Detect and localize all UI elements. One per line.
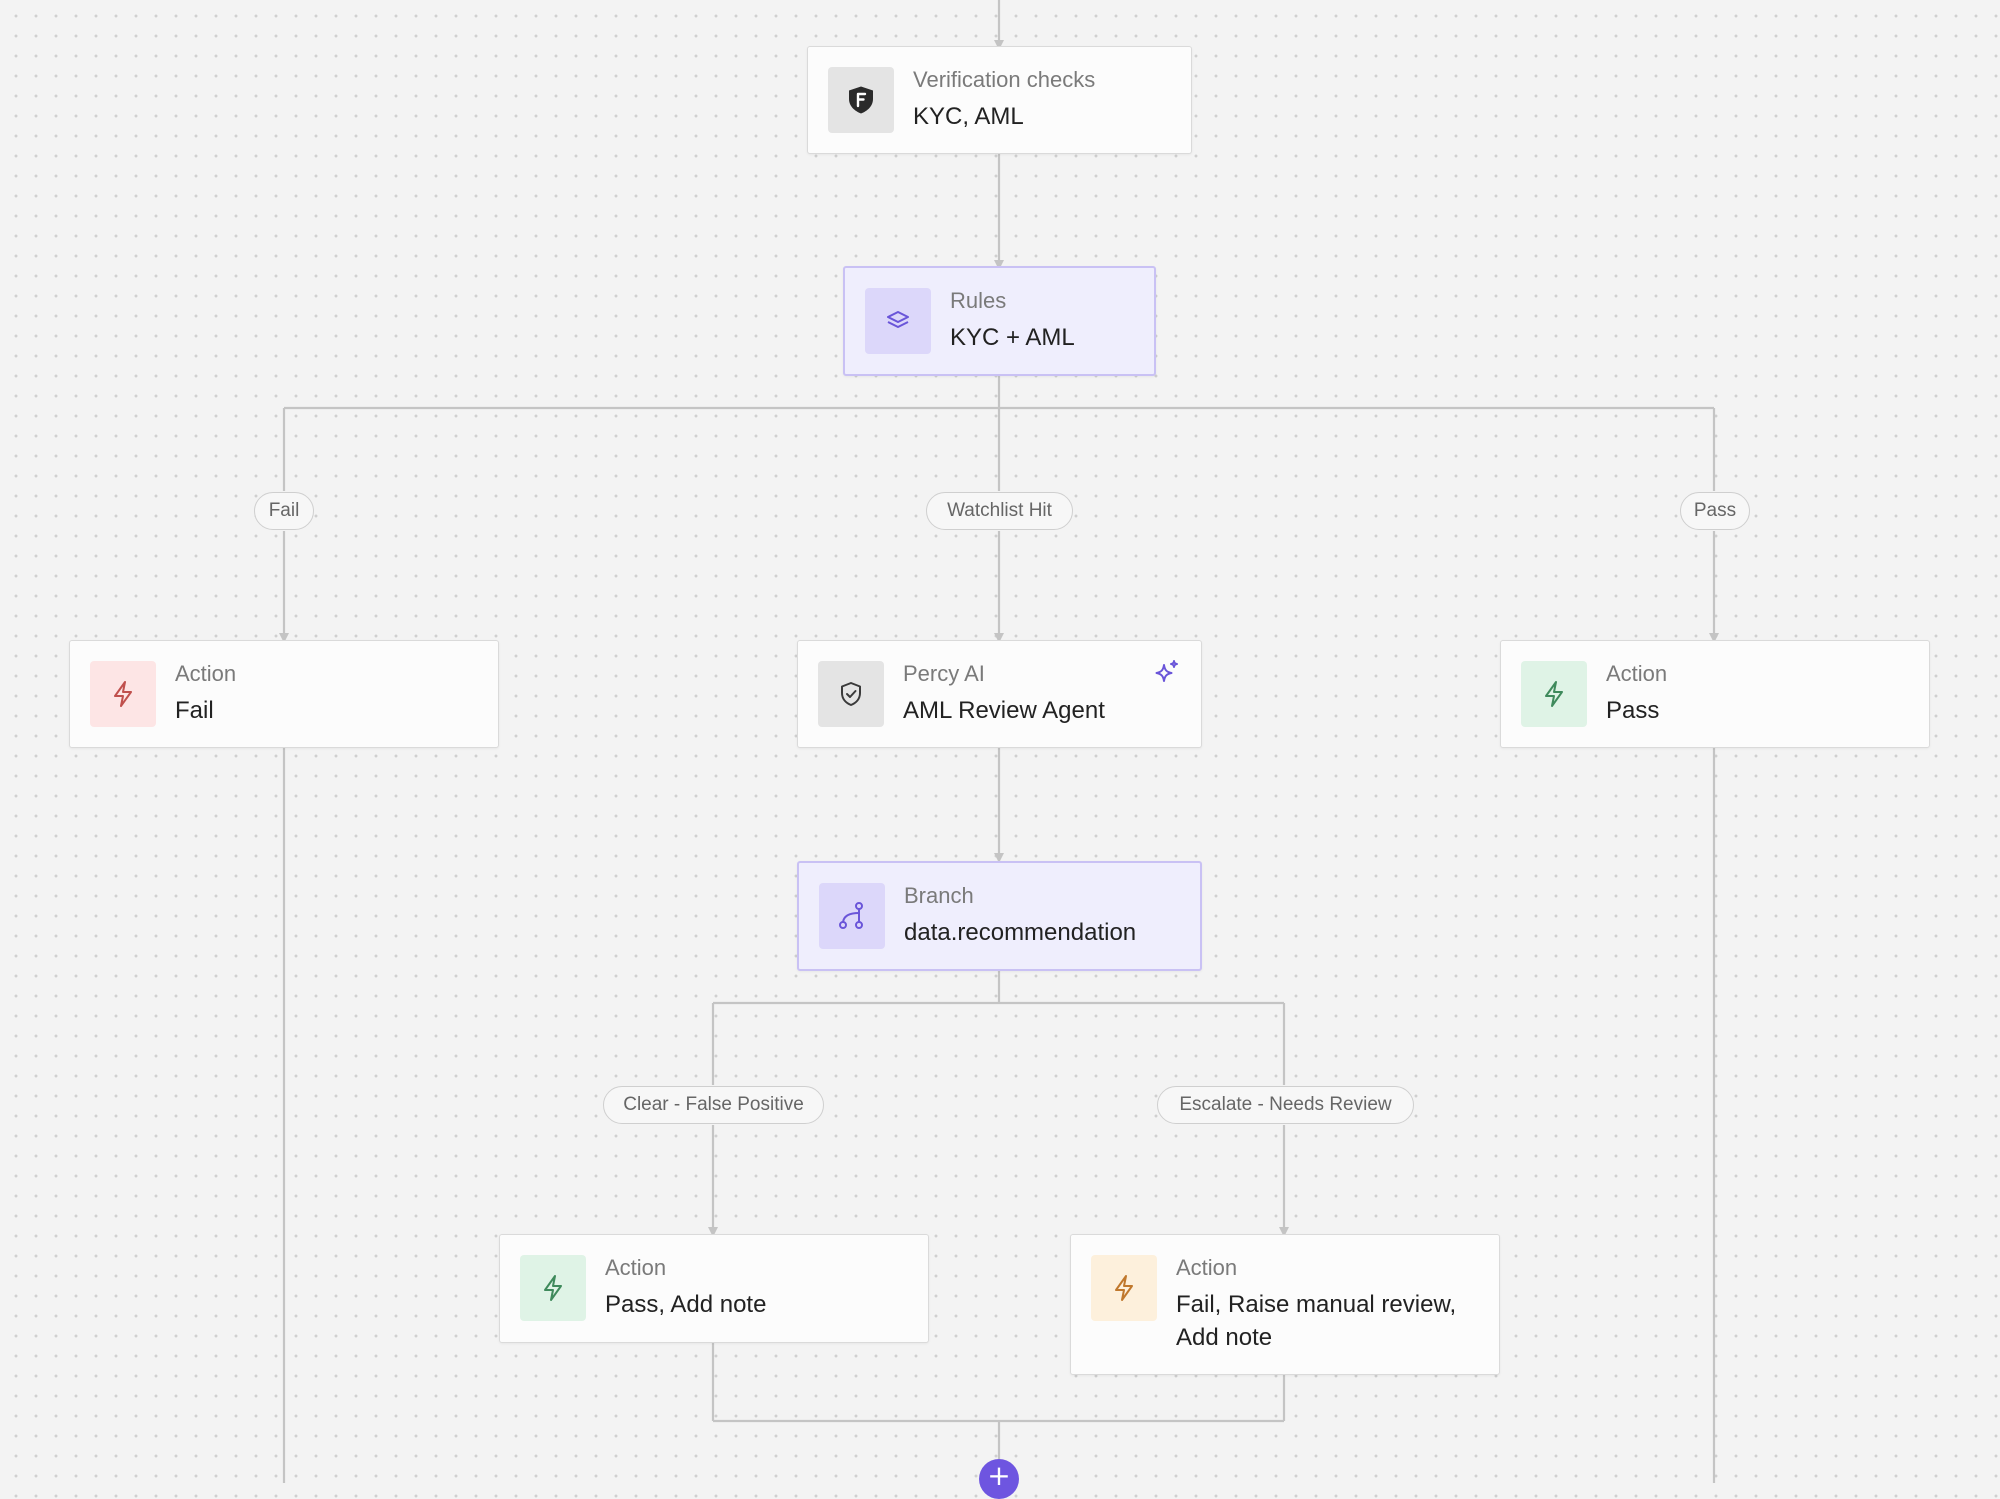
node-percy-ai[interactable]: Percy AI AML Review Agent [797, 640, 1202, 748]
node-subtitle: Action [1176, 1255, 1238, 1280]
node-action-pass[interactable]: Action Pass [1500, 640, 1930, 748]
node-subtitle: Branch [904, 883, 974, 908]
edge-label-clear-false-positive[interactable]: Clear - False Positive [603, 1086, 824, 1124]
node-title: Pass, Add note [605, 1291, 767, 1318]
node-title: Fail, Raise manual review, Add note [1176, 1291, 1457, 1351]
lightning-icon [1521, 661, 1587, 727]
node-subtitle: Action [175, 661, 237, 686]
layers-icon [865, 288, 931, 354]
shield-f-icon [828, 67, 894, 133]
node-subtitle: Action [1606, 661, 1668, 686]
branch-icon [819, 883, 885, 949]
lightning-icon [1091, 1255, 1157, 1321]
node-subtitle: Rules [950, 288, 1007, 313]
lightning-icon [520, 1255, 586, 1321]
edge-label-escalate-needs-review[interactable]: Escalate - Needs Review [1157, 1086, 1414, 1124]
edge-label-watchlist-hit[interactable]: Watchlist Hit [926, 492, 1073, 530]
edge-label-pass[interactable]: Pass [1680, 492, 1750, 530]
edge-label-fail[interactable]: Fail [254, 492, 314, 530]
sparkle-icon [1153, 659, 1181, 692]
lightning-icon [90, 661, 156, 727]
add-step-button[interactable]: + [979, 1459, 1019, 1499]
node-title: data.recommendation [904, 919, 1137, 946]
node-title: KYC, AML [913, 103, 1024, 130]
node-title: AML Review Agent [903, 697, 1105, 724]
plus-icon: + [987, 1459, 1011, 1492]
node-branch[interactable]: Branch data.recommendation [797, 861, 1202, 971]
node-title: Fail [175, 697, 214, 724]
node-action-pass-add-note[interactable]: Action Pass, Add note [499, 1234, 929, 1343]
node-subtitle: Action [605, 1255, 667, 1280]
node-title: KYC + AML [950, 324, 1075, 351]
node-verification-checks[interactable]: Verification checks KYC, AML [807, 46, 1192, 154]
node-action-fail-manual-review[interactable]: Action Fail, Raise manual review, Add no… [1070, 1234, 1500, 1375]
node-subtitle: Percy AI [903, 661, 985, 686]
node-title: Pass [1606, 697, 1660, 724]
shield-check-icon [818, 661, 884, 727]
node-subtitle: Verification checks [913, 67, 1096, 92]
node-rules[interactable]: Rules KYC + AML [843, 266, 1156, 376]
node-action-fail[interactable]: Action Fail [69, 640, 499, 748]
